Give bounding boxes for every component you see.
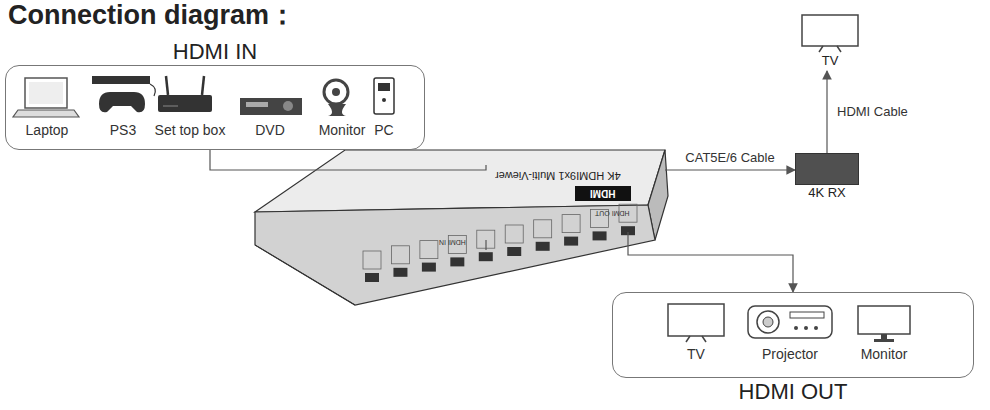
multi-viewer-device-part <box>255 150 665 212</box>
multi-viewer-device-part <box>575 186 631 201</box>
device-caption: Monitor <box>319 122 366 138</box>
connector <box>665 169 795 170</box>
pc-tower-icon <box>374 78 394 114</box>
tv-display: TV <box>797 12 863 69</box>
projector-icon-part <box>814 326 818 330</box>
port-frame <box>420 241 438 259</box>
connector-label: CAT5E/6 Cable <box>683 151 776 166</box>
set-top-box-icon <box>158 76 212 112</box>
connector <box>628 240 793 292</box>
laptop-icon <box>13 78 79 117</box>
device-caption: PC <box>374 122 393 138</box>
pc-tower-icon-part <box>378 83 390 91</box>
port-frame <box>363 251 381 269</box>
connector-label: HDMI Cable <box>835 105 910 120</box>
multi-viewer-box: 4K HDMI9x1 Multi-Viewer <box>255 165 665 240</box>
out-tv-icon-part <box>702 336 706 342</box>
receiver-box: 4K RX <box>795 153 859 185</box>
set-top-box-icon-part <box>158 95 212 112</box>
device-caption: Projector <box>762 346 818 362</box>
webcam-icon-part <box>324 80 348 104</box>
node-heading: TV <box>797 54 863 69</box>
out-tv-icon <box>668 304 724 342</box>
panel-marking: HDMI IN <box>439 238 466 246</box>
pc-tower-icon-part <box>374 78 394 114</box>
dvd-icon-part <box>283 101 293 111</box>
device-port-row <box>363 204 637 282</box>
projector-icon-part <box>757 311 779 333</box>
device-caption: Set top box <box>155 122 226 138</box>
device-caption: Monitor <box>861 346 908 362</box>
laptop-icon-part <box>29 82 63 104</box>
node-heading: 4K RX <box>756 186 898 201</box>
out-monitor-icon-part <box>881 334 887 339</box>
multi-viewer-device <box>255 150 668 305</box>
pc-tower-icon-part <box>382 98 386 102</box>
port-frame <box>562 215 580 233</box>
ps3-icon-part <box>92 76 150 84</box>
device-caption: TV <box>687 346 705 362</box>
multi-viewer-device-part <box>255 205 655 305</box>
panel-marking: HDMI <box>590 187 616 199</box>
dvd-icon-part <box>246 102 268 107</box>
webcam-icon-part <box>328 104 346 116</box>
node-heading: HDMI IN <box>6 39 424 64</box>
out-tv-icon-part <box>668 304 724 336</box>
hdmi-port <box>393 268 407 277</box>
port-frame <box>391 246 409 264</box>
projector-icon-part <box>790 312 824 318</box>
webcam-icon-part <box>332 88 340 96</box>
tv-screen <box>802 15 858 46</box>
ps3-icon-part <box>150 84 155 96</box>
ps3-icon-part <box>99 92 145 112</box>
device-caption: DVD <box>255 122 285 138</box>
projector-icon-part <box>748 306 832 338</box>
connector <box>210 150 486 170</box>
hdmi-port <box>479 252 493 261</box>
node-heading: HDMI OUT <box>573 379 990 404</box>
webcam-icon <box>324 80 348 116</box>
set-top-box-icon-part <box>166 76 168 95</box>
out-monitor-icon-part <box>858 306 910 334</box>
projector-icon-part <box>794 326 798 330</box>
device-caption: PS3 <box>110 122 136 138</box>
ps3-icon <box>92 76 155 112</box>
tv-stand <box>819 46 841 52</box>
hdmi-port <box>593 231 607 240</box>
diagram-title: Connection diagram： <box>8 0 296 31</box>
projector-icon-part <box>804 326 808 330</box>
panel-marking: HDMI OUT <box>595 209 630 217</box>
port-frame <box>534 220 552 238</box>
dvd-icon <box>240 98 302 115</box>
hdmi-port <box>450 257 464 266</box>
hdmi-port <box>422 263 436 272</box>
laptop-icon-part <box>25 78 67 108</box>
out-monitor-icon <box>858 306 910 342</box>
device-label: 4K HDMI9x1 Multi-Viewer <box>495 169 621 182</box>
port-frame <box>505 225 523 243</box>
hdmi-port <box>507 247 521 256</box>
multi-viewer-device-part <box>255 245 355 305</box>
dvd-icon-part <box>240 98 302 115</box>
set-top-box-icon-part <box>202 76 204 95</box>
tv-icon <box>799 12 861 54</box>
laptop-icon-part <box>13 110 79 117</box>
hdmi-port <box>564 237 578 246</box>
projector-icon-part <box>763 317 773 327</box>
hdmi-port <box>365 273 379 282</box>
device-caption: Laptop <box>26 122 69 138</box>
connector <box>826 71 827 153</box>
set-top-box-icon-part <box>163 106 178 107</box>
hdmi-port <box>536 242 550 251</box>
out-monitor-icon-part <box>874 339 894 342</box>
port-wire <box>627 232 628 240</box>
output-group-box: HDMI OUT <box>612 292 974 378</box>
out-tv-icon-part <box>686 336 690 342</box>
port-wire <box>485 240 486 250</box>
projector-icon <box>748 306 832 338</box>
